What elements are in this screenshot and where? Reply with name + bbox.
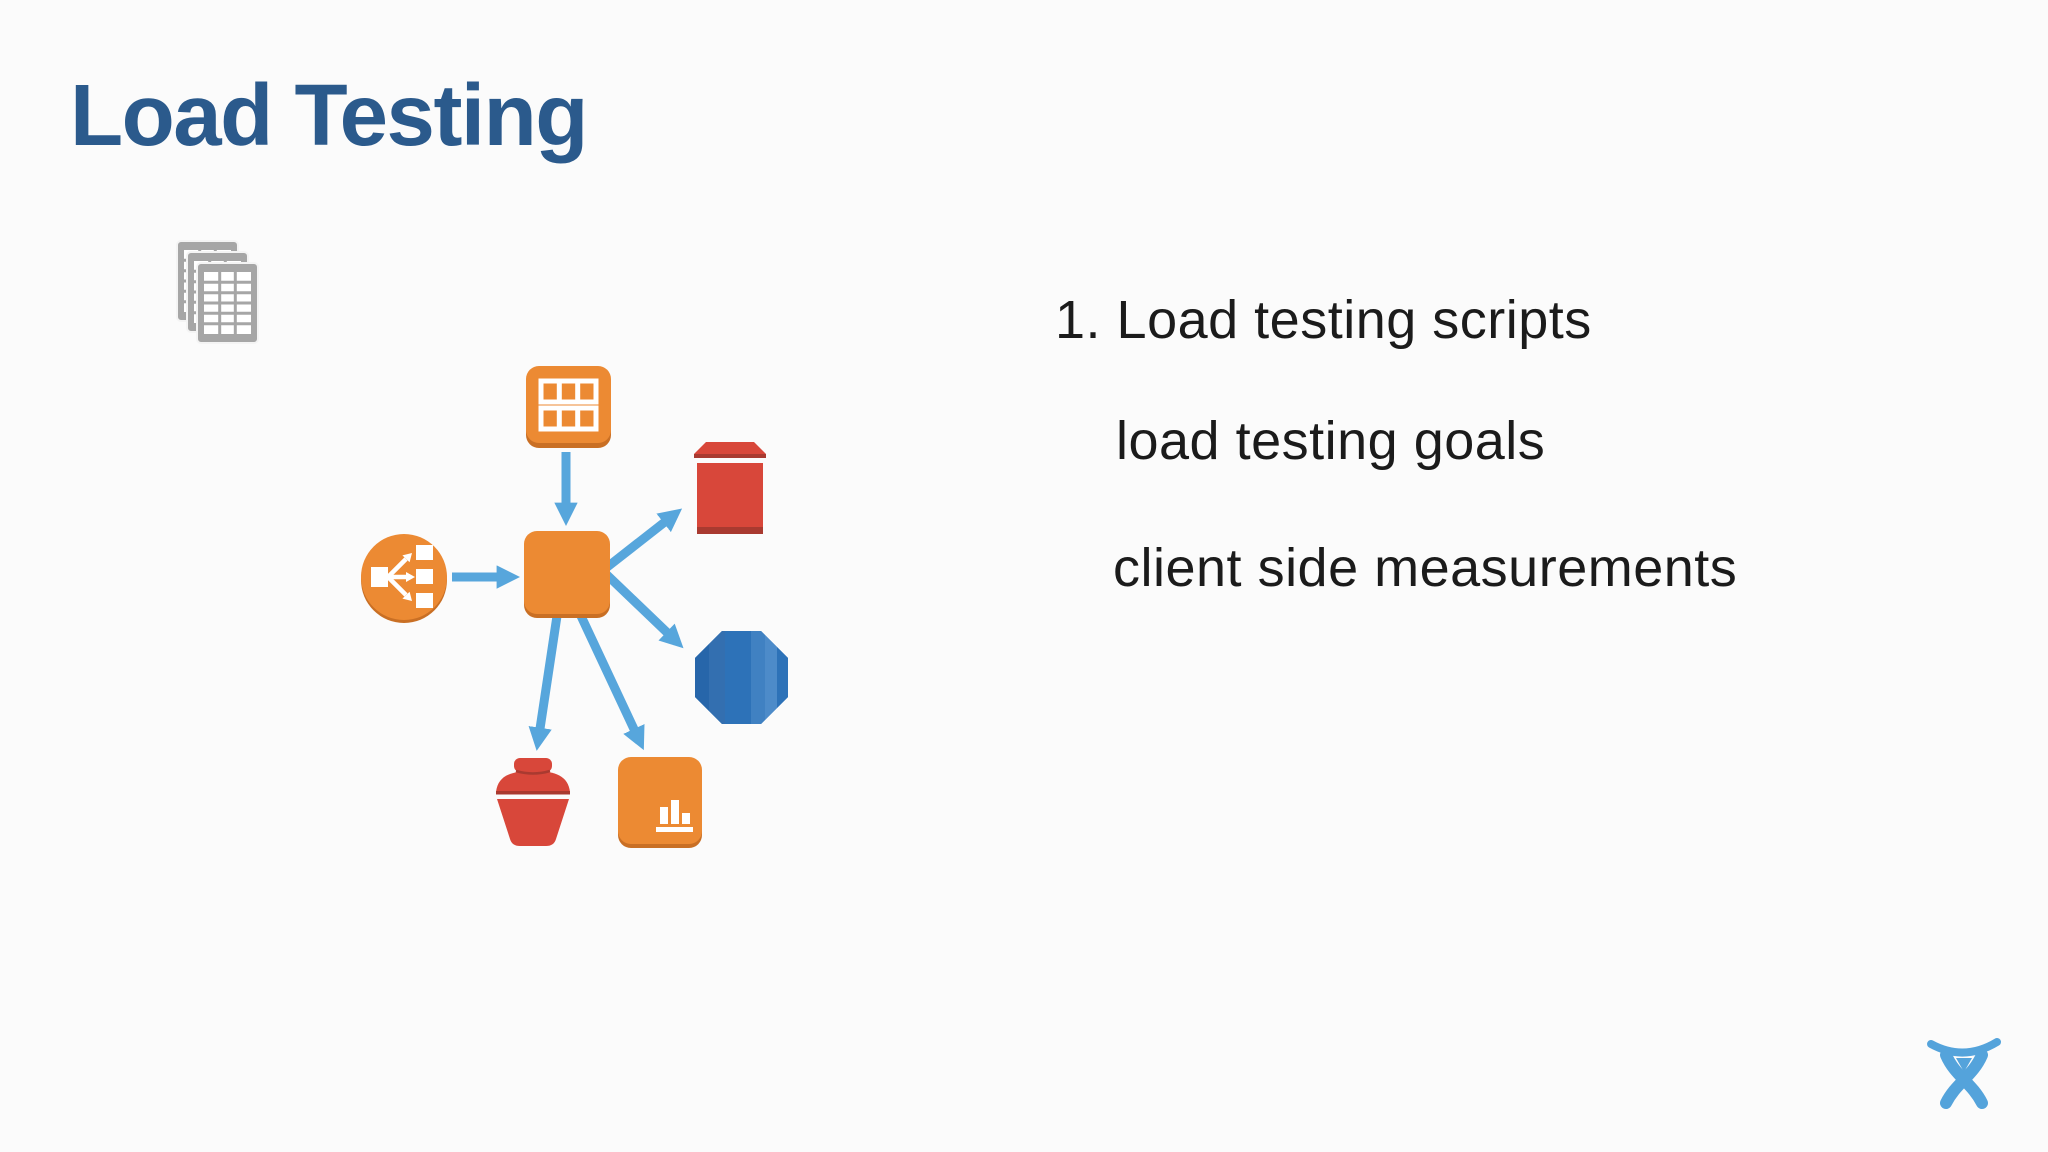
- page-title: Load Testing: [70, 67, 588, 164]
- glacier-vault-icon: [694, 442, 766, 540]
- load-balancer-icon: [359, 532, 449, 623]
- note-client-side-measurements: client side measurements: [1113, 538, 1738, 598]
- note-load-testing-scripts: 1. Load testing scripts: [1055, 290, 1592, 350]
- arrow-instance-to-vault: [603, 508, 683, 572]
- spreadsheet-stack-icon: [176, 240, 260, 344]
- arrow-instance-to-bucket: [528, 615, 562, 751]
- s3-bucket-icon: [492, 758, 574, 846]
- dynamodb-icon: [695, 631, 788, 724]
- ec2-instance-icon: [524, 531, 610, 618]
- arrow-instance-to-dynamodb: [602, 570, 684, 649]
- table-grid-icon: [526, 366, 611, 448]
- atlassian-logo: [1925, 1036, 2003, 1112]
- cloudwatch-icon: [618, 757, 702, 848]
- arrow-instance-to-cloudwatch: [576, 614, 645, 751]
- note-load-testing-goals: load testing goals: [1116, 411, 1546, 471]
